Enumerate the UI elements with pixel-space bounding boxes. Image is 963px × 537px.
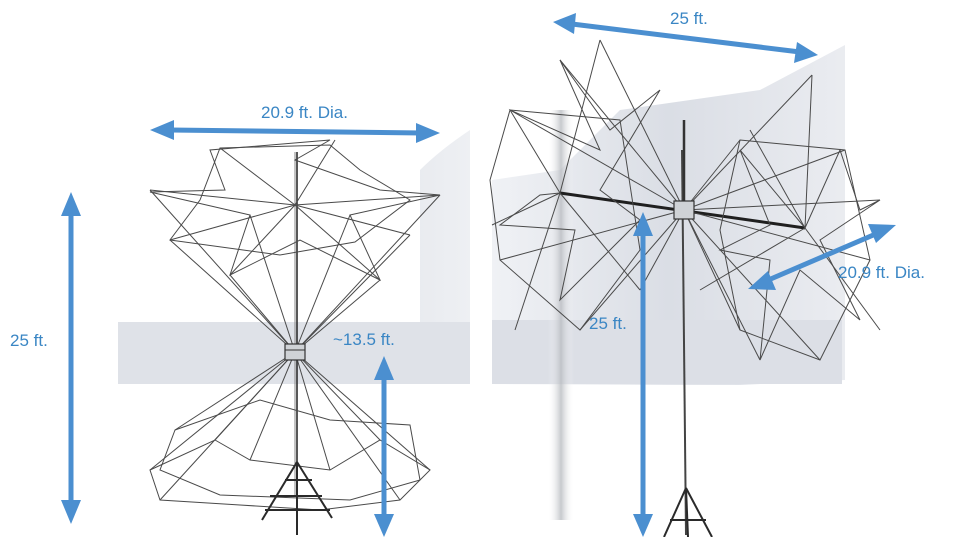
left-height-arrow (61, 192, 81, 524)
left-background-shading (118, 130, 470, 322)
left-tripod-base (261, 461, 333, 535)
right-radial-wires (499, 39, 881, 361)
left-center-hub (284, 343, 306, 361)
right-diameter-arrow (748, 224, 896, 290)
left-diameter-arrow (150, 120, 440, 143)
right-span-label: 25 ft. (670, 9, 708, 28)
right-height-arrow (633, 212, 653, 537)
left-lower-element (149, 351, 431, 511)
right-shadow-post (548, 110, 574, 520)
right-antenna-render (489, 39, 881, 537)
left-center-height-label: ~13.5 ft. (333, 330, 395, 349)
right-span-arrow (553, 13, 818, 63)
left-diameter-label: 20.9 ft. Dia. (261, 103, 348, 122)
right-diameter-label: 20.9 ft. Dia. (838, 263, 925, 282)
right-background-band (492, 320, 842, 384)
left-center-height-arrow (374, 356, 394, 537)
left-height-label: 25 ft. (10, 331, 48, 350)
right-height-label: 25 ft. (589, 314, 627, 333)
left-antenna-render (118, 130, 470, 535)
left-upper-element (149, 139, 441, 353)
right-center-hub (673, 200, 695, 220)
right-tripod-base (663, 487, 713, 537)
right-background-shading (492, 45, 845, 385)
